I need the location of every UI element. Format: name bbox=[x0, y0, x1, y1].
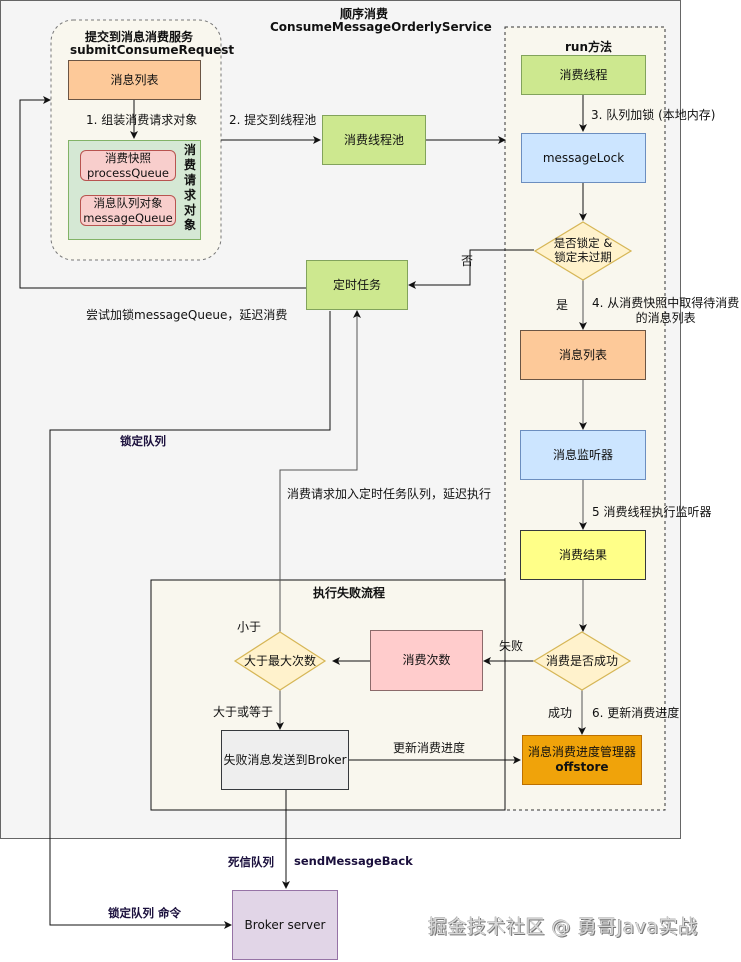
fail-group-title: 执行失败流程 bbox=[313, 586, 386, 600]
message-queue-cn: 消息队列对象 bbox=[93, 196, 163, 211]
lock-queue-cmd-label: 锁定队列 命令 bbox=[108, 906, 182, 920]
update-progress-label: 更新消费进度 bbox=[393, 741, 466, 755]
arrow-less bbox=[279, 310, 361, 632]
yes-label: 是 bbox=[556, 298, 569, 312]
process-queue-box[interactable]: 消费快照 processQueue bbox=[80, 150, 176, 181]
arrow-lock-queue bbox=[49, 311, 331, 929]
step5-label: 5 消费线程执行监听器 bbox=[592, 505, 712, 519]
success-check-diamond bbox=[532, 631, 632, 691]
diagram-title-en: ConsumeMessageOrderlyService bbox=[270, 20, 492, 34]
success-check-text: 消费是否成功 bbox=[545, 653, 618, 668]
lock-check-text: 是否锁定 & 锁定未过期 bbox=[535, 233, 631, 269]
request-object-vertical-label: 消费请求对象 bbox=[184, 143, 197, 232]
submit-message-list[interactable]: 消息列表 bbox=[68, 60, 201, 100]
process-queue-en: processQueue bbox=[87, 165, 169, 180]
consume-result[interactable]: 消费结果 bbox=[520, 530, 646, 580]
consume-thread[interactable]: 消费线程 bbox=[521, 55, 646, 95]
step1-label: 1. 组装消费请求对象 bbox=[86, 113, 198, 127]
lock-check-diamond bbox=[533, 221, 633, 281]
process-queue-cn: 消费快照 bbox=[105, 151, 151, 166]
step4-line2: 的消息列表 bbox=[635, 311, 696, 325]
lock-queue-label: 锁定队列 bbox=[120, 434, 166, 448]
offset-store-cn: 消息消费进度管理器 bbox=[527, 745, 636, 759]
less-label: 小于 bbox=[237, 620, 262, 634]
lock-check-line1: 是否锁定 & bbox=[553, 236, 613, 251]
offset-store[interactable]: 消息消费进度管理器 offstore bbox=[522, 735, 642, 785]
offset-store-en: offstore bbox=[555, 760, 609, 774]
message-lock[interactable]: messageLock bbox=[521, 133, 646, 183]
consume-thread-pool[interactable]: 消费线程池 bbox=[322, 115, 426, 165]
step4-label: 4. 从消费快照中取得待消费 的消息列表 bbox=[592, 296, 739, 326]
run-group-title: run方法 bbox=[565, 40, 613, 54]
max-check-text: 大于最大次数 bbox=[243, 653, 316, 668]
send-message-back-label: sendMessageBack bbox=[294, 854, 413, 868]
submit-group-title-en: submitConsumeRequest bbox=[70, 43, 235, 57]
dead-letter-label: 死信队列 bbox=[228, 855, 274, 869]
message-queue-box[interactable]: 消息队列对象 messageQueue bbox=[80, 195, 176, 226]
retry-lock-label: 尝试加锁messageQueue，延迟消费 bbox=[86, 308, 288, 322]
broker-server[interactable]: Broker server bbox=[232, 890, 338, 960]
arrow-no bbox=[408, 249, 534, 289]
scheduled-task[interactable]: 定时任务 bbox=[306, 260, 408, 310]
message-queue-en: messageQueue bbox=[83, 210, 173, 225]
submit-group-title-cn: 提交到消息消费服务 bbox=[85, 30, 194, 44]
success-label: 成功 bbox=[548, 706, 573, 720]
send-back-to-broker[interactable]: 失败消息发送到Broker bbox=[221, 730, 349, 790]
message-listener[interactable]: 消息监听器 bbox=[520, 430, 646, 480]
max-check-diamond bbox=[233, 631, 327, 691]
step6-label: 6. 更新消费进度 bbox=[592, 706, 680, 720]
arrow-retry bbox=[19, 96, 306, 289]
watermark: 掘金技术社区 @ 勇哥Java实战 bbox=[428, 916, 698, 938]
lock-check-line2: 锁定未过期 bbox=[554, 250, 612, 264]
step2-label: 2. 提交到线程池 bbox=[229, 113, 317, 127]
step4-line1: 4. 从消费快照中取得待消费 bbox=[592, 296, 740, 310]
run-message-list[interactable]: 消息列表 bbox=[520, 330, 646, 380]
no-label: 否 bbox=[461, 254, 474, 268]
ge-label: 大于或等于 bbox=[213, 705, 274, 719]
diagram-title-cn: 顺序消费 bbox=[340, 7, 389, 21]
step3-label: 3. 队列加锁 (本地内存) bbox=[591, 108, 716, 122]
consume-times[interactable]: 消费次数 bbox=[370, 630, 483, 691]
fail-label: 失败 bbox=[499, 639, 524, 653]
delay-exec-label: 消费请求加入定时任务队列，延迟执行 bbox=[287, 487, 492, 501]
